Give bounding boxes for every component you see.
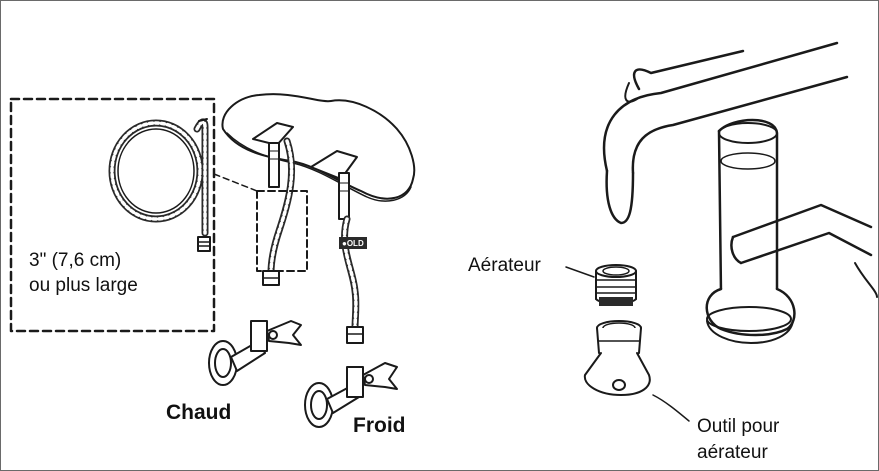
- aerator-leader: [565, 266, 595, 278]
- hose-stamp: ●OLD: [342, 239, 364, 248]
- aerator-icon: [595, 264, 637, 306]
- detail-dashed-box: [256, 190, 308, 272]
- supply-line-inset: 3" (7,6 cm) ou plus large: [9, 97, 216, 333]
- inset-leader-line: [213, 173, 258, 192]
- cold-shutoff-valve-icon: [304, 362, 398, 428]
- label-tool-line2: aérateur: [697, 442, 768, 463]
- hot-shutoff-valve-icon: [208, 320, 302, 386]
- coiled-hose-icon: [108, 118, 211, 252]
- faucet-icon: [602, 41, 878, 344]
- label-cold: Froid: [353, 414, 406, 437]
- inset-size-line2: ou plus large: [29, 275, 138, 296]
- label-hot: Chaud: [166, 401, 231, 424]
- deck-underside: [221, 93, 416, 220]
- tool-leader: [652, 394, 690, 422]
- inset-dashed-frame: [9, 97, 216, 333]
- label-tool-line1: Outil pour: [697, 416, 780, 437]
- hot-supply-hose: [262, 137, 296, 286]
- label-aerator: Aérateur: [468, 255, 542, 276]
- deck-plate: [221, 93, 416, 200]
- aerator-tool-icon: [583, 320, 651, 396]
- inset-size-line1: 3" (7,6 cm): [29, 250, 121, 271]
- hose-stamp-label: ●OLD: [339, 237, 367, 249]
